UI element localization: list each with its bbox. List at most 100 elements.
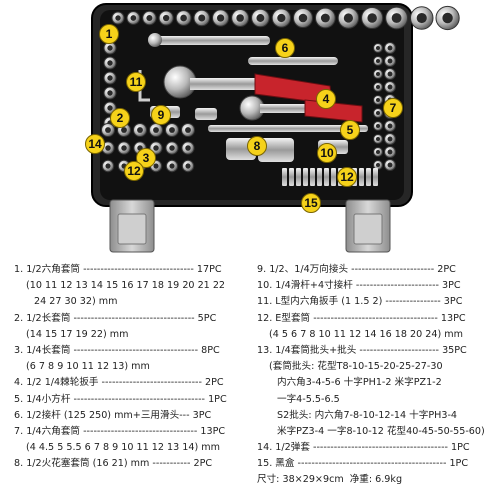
socket-hole bbox=[375, 58, 381, 64]
socket-hole bbox=[162, 14, 170, 22]
ratchet-large bbox=[163, 65, 333, 105]
dimensions-text: 尺寸: 38×29×9cm bbox=[257, 474, 344, 486]
socket-hole bbox=[130, 15, 137, 21]
socket-column-right bbox=[373, 42, 396, 171]
list-item: 2. 1/2长套筒 ------------------------------… bbox=[14, 312, 217, 324]
photo-tag-11: 11 bbox=[126, 72, 146, 92]
socket-hole bbox=[107, 90, 113, 96]
socket-hole bbox=[320, 13, 330, 23]
list-item: 6. 1/2接杆 (125 250) mm+三用滑头--- 3PC bbox=[14, 409, 212, 421]
socket-hole bbox=[153, 163, 159, 169]
list-item-detail: (4 5 6 7 8 10 11 12 14 16 18 20 24) mm bbox=[269, 328, 464, 340]
socket-hole bbox=[107, 75, 113, 81]
socket-hole bbox=[107, 45, 113, 51]
socket-hole bbox=[375, 123, 381, 129]
list-item: 8. 1/2火花塞套筒 (16 21) mm ----------- 2PC bbox=[14, 458, 213, 470]
socket-hole bbox=[185, 163, 191, 169]
socket-hole bbox=[121, 145, 127, 151]
bit bbox=[296, 168, 301, 186]
list-item: 9. 1/2、1/4万向接头 ------------------------ … bbox=[257, 264, 456, 275]
bit bbox=[282, 168, 287, 186]
socket-row-top bbox=[111, 5, 460, 31]
photo-tag-10: 10 bbox=[317, 143, 337, 163]
socket-hole bbox=[180, 14, 187, 22]
socket-hole bbox=[169, 127, 175, 133]
bit bbox=[366, 168, 371, 186]
photo-tag-4: 4 bbox=[316, 89, 336, 109]
photo-tag-14: 14 bbox=[85, 134, 105, 154]
photo-tag-2: 2 bbox=[110, 108, 130, 128]
list-item: 7. 1/4六角套筒 -----------------------------… bbox=[14, 425, 226, 437]
socket-hole bbox=[387, 162, 393, 168]
list-item-detail: 米字PZ3-4 一字8-10-12 花型40-45-50-55-60) bbox=[277, 425, 485, 437]
list-item-detail: 24 27 30 32) mm bbox=[34, 296, 118, 308]
list-item-detail: S2批头: 内六角7-8-10-12-14 十字PH3-4 bbox=[277, 409, 458, 421]
socket-hole bbox=[375, 97, 381, 103]
socket-hole bbox=[442, 12, 453, 24]
socket-hole bbox=[387, 123, 393, 129]
photo-tag-15: 15 bbox=[301, 193, 321, 213]
socket-hole bbox=[105, 127, 111, 133]
socket-hole bbox=[375, 136, 381, 142]
socket-hole bbox=[277, 13, 286, 23]
socket-hole bbox=[375, 110, 381, 116]
net-weight-text: 净重: 6.9kg bbox=[349, 474, 403, 486]
socket-hole bbox=[198, 14, 206, 22]
bit bbox=[289, 168, 294, 186]
socket-hole bbox=[298, 13, 308, 23]
bit bbox=[373, 168, 378, 186]
list-item: 3. 1/4长套筒 ------------------------------… bbox=[14, 344, 220, 356]
socket-hole bbox=[391, 13, 402, 23]
list-item: 14. 1/2弹套 ------------------------------… bbox=[257, 442, 470, 454]
socket-hole bbox=[153, 127, 159, 133]
toolset-photo bbox=[91, 3, 460, 253]
photo-tag-5: 5 bbox=[340, 120, 360, 140]
list-item-detail: (套筒批头: 花型T8-10-15-20-25-27-30 bbox=[269, 361, 443, 373]
contents-list: 1. 1/2六角套筒 -----------------------------… bbox=[0, 262, 500, 500]
socket-hole bbox=[256, 14, 265, 22]
list-item: 10. 1/4滑杆+4寸接杆 ------------------------ … bbox=[257, 280, 461, 292]
socket-column-left bbox=[103, 41, 117, 130]
socket-hole bbox=[137, 127, 143, 133]
socket-hole bbox=[387, 149, 393, 155]
size-weight-line: 尺寸: 38×29×9cm 净重: 6.9kg bbox=[257, 472, 495, 488]
socket-hole bbox=[115, 15, 121, 21]
photo-tag-12b: 12 bbox=[337, 167, 357, 187]
socket-hole bbox=[169, 145, 175, 151]
bit bbox=[303, 168, 308, 186]
socket-hole bbox=[387, 45, 393, 51]
socket-hole bbox=[146, 14, 153, 22]
socket-hole bbox=[375, 84, 381, 90]
list-item: 1. 1/2六角套筒 -----------------------------… bbox=[14, 264, 222, 275]
list-item-detail: (6 7 8 9 10 11 12 13) mm bbox=[26, 361, 150, 373]
socket-hole bbox=[343, 13, 353, 23]
bit bbox=[317, 168, 322, 186]
socket-hole bbox=[367, 13, 377, 23]
bit bbox=[359, 168, 364, 186]
socket-hole bbox=[387, 84, 393, 90]
photo-tag-8: 8 bbox=[247, 136, 267, 156]
socket-hole bbox=[236, 14, 244, 22]
photo-tag-6: 6 bbox=[275, 38, 295, 58]
socket-hole bbox=[185, 145, 191, 151]
socket-hole bbox=[107, 60, 113, 66]
list-item: 13. 1/4套筒批头+批头 ----------------------- 3… bbox=[257, 344, 467, 356]
socket-hole bbox=[105, 145, 111, 151]
socket-hole bbox=[375, 71, 381, 77]
socket-hole bbox=[121, 127, 127, 133]
socket-hole bbox=[216, 14, 225, 22]
photo-tag-9: 9 bbox=[151, 105, 171, 125]
list-item-detail: (14 15 17 19 22) mm bbox=[26, 328, 129, 340]
socket-hole bbox=[387, 58, 393, 64]
photo-tag-12a: 12 bbox=[124, 161, 144, 181]
list-item-detail: (4 4.5 5 5.5 6 7 8 9 10 11 12 13 14) mm bbox=[26, 442, 220, 454]
socket-hole bbox=[416, 12, 427, 24]
slide-bar bbox=[208, 125, 368, 132]
socket-hole bbox=[169, 163, 175, 169]
socket-hole bbox=[387, 71, 393, 77]
socket-hole bbox=[375, 162, 381, 168]
contents-column-right: 9. 1/2、1/4万向接头 ------------------------ … bbox=[257, 262, 495, 489]
socket-hole bbox=[107, 105, 113, 111]
list-item: 15. 黑盒 ---------------------------------… bbox=[257, 458, 469, 470]
bit bbox=[324, 168, 329, 186]
